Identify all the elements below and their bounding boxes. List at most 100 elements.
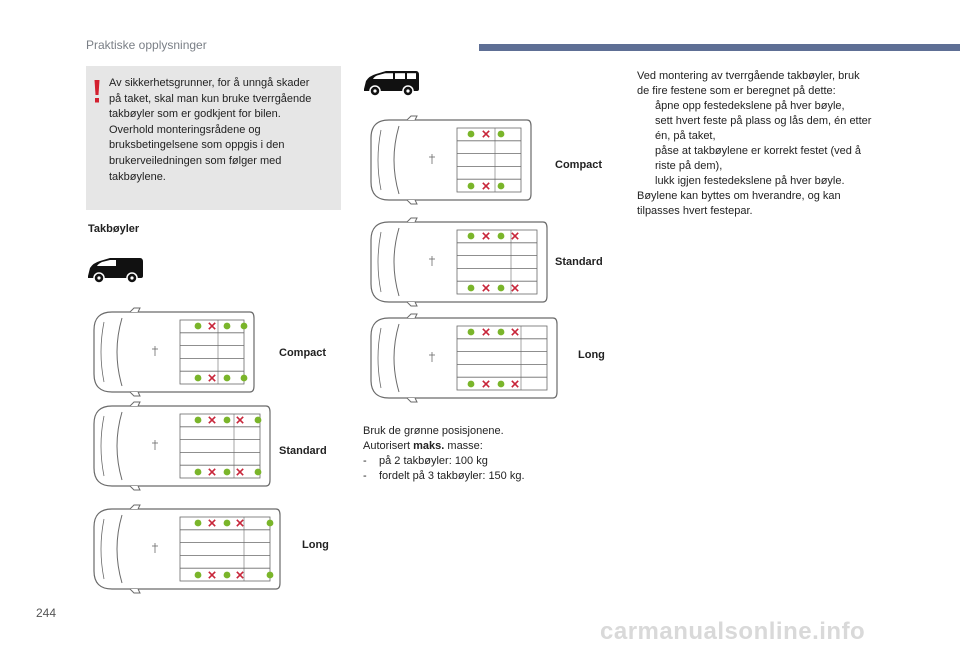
green-position-dot bbox=[497, 232, 505, 240]
mirror bbox=[129, 588, 141, 594]
warning-line: Overhold monteringsrådene og bbox=[109, 123, 261, 136]
mirror bbox=[406, 199, 418, 205]
green-position-dot bbox=[223, 571, 231, 579]
green-position-dot bbox=[467, 284, 475, 292]
green-position-dot bbox=[497, 284, 505, 292]
green-position-dot bbox=[254, 416, 262, 424]
green-position-dot bbox=[497, 328, 505, 336]
usage-item: -på 2 takbøyler: 100 kg bbox=[363, 454, 613, 469]
variant-label-compact: Compact bbox=[279, 347, 327, 359]
roof-diagram-standard-van bbox=[93, 401, 271, 491]
windshield bbox=[393, 227, 400, 297]
header-bar bbox=[479, 44, 960, 51]
dash-bullet: - bbox=[363, 455, 367, 467]
windshield bbox=[393, 125, 400, 195]
roof-diagram-compact-van bbox=[93, 307, 255, 397]
red-x-mark bbox=[482, 182, 490, 190]
mirror bbox=[129, 307, 141, 313]
red-x-mark bbox=[482, 380, 490, 388]
green-position-dot bbox=[467, 182, 475, 190]
hood-line bbox=[377, 129, 382, 191]
red-x-mark bbox=[511, 328, 519, 336]
usage-line: Bruk de grønne posisjonene. bbox=[363, 425, 504, 437]
red-x-mark bbox=[511, 232, 519, 240]
red-x-mark bbox=[482, 328, 490, 336]
red-x-mark bbox=[208, 519, 216, 527]
windshield bbox=[116, 411, 123, 481]
roof-panel bbox=[456, 229, 538, 295]
green-position-dot bbox=[467, 130, 475, 138]
green-position-dot bbox=[467, 380, 475, 388]
hood-line bbox=[377, 327, 382, 389]
section-header: Praktiske opplysninger bbox=[86, 38, 207, 52]
green-position-dot bbox=[467, 328, 475, 336]
green-position-dot bbox=[266, 571, 274, 579]
mounting-intro: de fire festene som er beregnet på dette… bbox=[637, 85, 836, 97]
mounting-step: påse at takbøylene er korrekt festet (ve… bbox=[637, 144, 887, 174]
hood-line bbox=[377, 231, 382, 293]
green-position-dot bbox=[223, 322, 231, 330]
mirror bbox=[406, 217, 418, 223]
hood-line bbox=[100, 518, 105, 580]
variant-label-standard: Standard bbox=[279, 445, 327, 457]
mirror bbox=[129, 391, 141, 397]
warning-line: brukerveiledningen som følger med bbox=[109, 154, 282, 167]
mounting-step-line: sett hvert feste på plass og lås dem, én… bbox=[655, 115, 872, 127]
red-x-mark bbox=[208, 468, 216, 476]
page-number: 244 bbox=[36, 606, 57, 620]
mounting-step-line: påse at takbøylene er korrekt festet (ve… bbox=[655, 145, 862, 157]
mounting-step-line: lukk igjen festedekslene på hver bøyle. bbox=[655, 175, 845, 187]
red-x-mark bbox=[511, 284, 519, 292]
red-x-mark bbox=[208, 374, 216, 382]
mirror bbox=[129, 401, 141, 407]
green-position-dot bbox=[194, 519, 202, 527]
mounting-instructions: Ved montering av tverrgående takbøyler, … bbox=[637, 69, 887, 219]
mounting-intro: Ved montering av tverrgående takbøyler, … bbox=[637, 70, 860, 82]
mounting-step: lukk igjen festedekslene på hver bøyle. bbox=[637, 174, 887, 189]
green-position-dot bbox=[194, 416, 202, 424]
mirror bbox=[406, 115, 418, 121]
usage-item: -fordelt på 3 takbøyler: 150 kg. bbox=[363, 469, 613, 484]
usage-item-text: på 2 takbøyler: 100 kg bbox=[379, 455, 488, 467]
usage-prefix: Autorisert bbox=[363, 440, 414, 452]
watermark: carmanualsonline.info bbox=[600, 618, 866, 645]
dash-bullet: - bbox=[363, 470, 367, 482]
mounting-outro: Bøylene kan byttes om hverandre, og kan bbox=[637, 190, 841, 202]
green-position-dot bbox=[240, 322, 248, 330]
roof-diagram-compact-mpv bbox=[370, 115, 532, 205]
hood-line bbox=[100, 415, 105, 477]
warning-line: bruksbetingelsene som oppgis i den bbox=[109, 139, 285, 152]
green-position-dot bbox=[223, 468, 231, 476]
green-position-dot bbox=[497, 182, 505, 190]
variant-label-standard: Standard bbox=[555, 256, 603, 268]
mounting-step-line: én, på taket, bbox=[655, 130, 716, 142]
mirror bbox=[406, 313, 418, 319]
usage-suffix: masse: bbox=[444, 440, 483, 452]
variant-label-long: Long bbox=[302, 539, 329, 551]
mpv-side-icon bbox=[364, 71, 419, 97]
green-position-dot bbox=[266, 519, 274, 527]
green-position-dot bbox=[497, 380, 505, 388]
usage-text: Bruk de grønne posisjonene. Autorisert m… bbox=[363, 424, 613, 484]
roof-diagram-standard-mpv bbox=[370, 217, 548, 307]
roof-panel bbox=[456, 127, 522, 193]
roof-panel bbox=[179, 413, 261, 479]
green-position-dot bbox=[223, 374, 231, 382]
red-x-mark bbox=[208, 416, 216, 424]
mounting-step: åpne opp festedekslene på hver bøyle, bbox=[637, 99, 887, 114]
red-x-mark bbox=[236, 519, 244, 527]
red-x-mark bbox=[236, 416, 244, 424]
variant-label-compact: Compact bbox=[555, 159, 603, 171]
green-position-dot bbox=[467, 232, 475, 240]
section-title: Takbøyler bbox=[88, 223, 140, 235]
warning-exclamation-icon bbox=[94, 80, 100, 103]
windshield bbox=[116, 514, 123, 584]
mirror bbox=[406, 301, 418, 307]
green-position-dot bbox=[223, 416, 231, 424]
warning-line: Av sikkerhetsgrunner, for å unngå skader bbox=[109, 77, 310, 89]
red-x-mark bbox=[236, 571, 244, 579]
warning-text: Av sikkerhetsgrunner, for å unngå skader… bbox=[109, 76, 337, 185]
usage-max-bold: maks. bbox=[413, 440, 445, 452]
roof-diagram-long-van bbox=[93, 504, 281, 594]
windshield bbox=[393, 323, 400, 393]
